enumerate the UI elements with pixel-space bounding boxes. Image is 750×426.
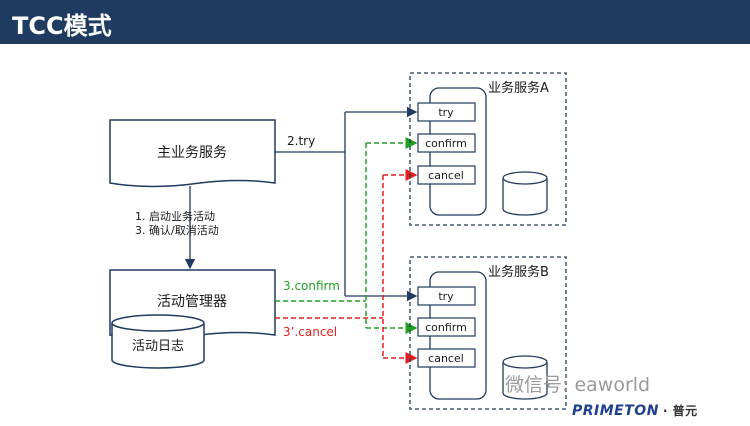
step3-label: 3. 确认/取消活动 bbox=[135, 223, 219, 237]
service-a-db bbox=[502, 178, 548, 216]
service-b-try bbox=[417, 286, 476, 306]
logo-text: PRIMETON bbox=[572, 403, 659, 419]
service-a-db-top bbox=[502, 171, 548, 185]
service-a-try-label: try bbox=[438, 106, 454, 119]
activity-manager-label: 活动管理器 bbox=[157, 294, 227, 310]
service-a-try bbox=[417, 102, 476, 122]
watermark-text: 微信号: eaworld bbox=[505, 374, 651, 396]
primeton-logo: PRIMETON· 普元 bbox=[572, 402, 698, 419]
logo-cn-text: · 普元 bbox=[662, 404, 698, 418]
service-b-try-label: try bbox=[438, 290, 454, 303]
service-a-confirm bbox=[417, 133, 476, 153]
slide-header: TCC模式 bbox=[0, 0, 750, 44]
activity-log-cylinder bbox=[111, 323, 205, 369]
service-a-cancel-label: cancel bbox=[428, 169, 464, 182]
service-b-cancel bbox=[417, 348, 476, 368]
try-arrow-label: 2.try bbox=[287, 134, 315, 148]
service-b-db-top bbox=[502, 355, 548, 369]
service-a-confirm-label: confirm bbox=[425, 137, 467, 150]
confirm-arrow-label: 3.confirm bbox=[283, 279, 340, 293]
main-service-label: 主业务服务 bbox=[157, 145, 227, 161]
step1-label: 1. 启动业务活动 bbox=[135, 210, 215, 223]
service-b-db bbox=[502, 362, 548, 400]
service-b-frame bbox=[409, 256, 567, 410]
service-a-title: 业务服务A bbox=[488, 80, 549, 96]
service-b-confirm-label: confirm bbox=[425, 321, 467, 334]
service-a-cancel bbox=[417, 165, 476, 185]
service-b-confirm bbox=[417, 317, 476, 337]
activity-log-label: 活动日志 bbox=[132, 339, 184, 354]
cancel-arrow-label: 3’.cancel bbox=[283, 325, 337, 339]
main-service-box bbox=[109, 119, 276, 188]
service-a-frame bbox=[409, 72, 567, 226]
service-b-cancel-label: cancel bbox=[428, 352, 464, 365]
slide-title: TCC模式 bbox=[12, 12, 112, 40]
service-b-title: 业务服务B bbox=[488, 264, 549, 280]
activity-log-cylinder-top bbox=[111, 314, 205, 332]
